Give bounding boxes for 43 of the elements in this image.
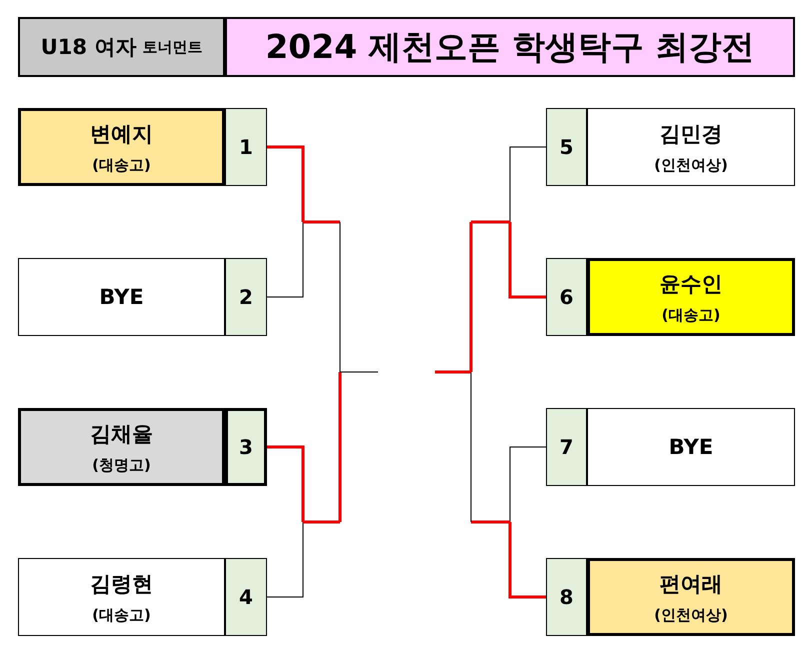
player-box bbox=[18, 108, 225, 186]
player-box bbox=[18, 408, 225, 486]
seed-number-box: 6 bbox=[546, 258, 587, 336]
seed-number-box: 2 bbox=[225, 258, 267, 336]
category-title: U18 여자 bbox=[40, 34, 136, 61]
player-box bbox=[587, 108, 795, 186]
player-name: 편여래 bbox=[660, 570, 722, 598]
bracket-line bbox=[267, 146, 304, 222]
seed-number-box: 8 bbox=[546, 558, 587, 636]
header-cell bbox=[18, 17, 225, 77]
player-box bbox=[587, 558, 795, 636]
school-name: (인천여상) bbox=[654, 156, 728, 174]
bracket-line bbox=[266, 522, 304, 598]
school-name: (대송고) bbox=[92, 606, 151, 624]
school-name: (대송고) bbox=[92, 156, 151, 174]
player-name: BYE bbox=[668, 435, 714, 459]
school-name: (청명고) bbox=[92, 456, 151, 474]
bracket-line bbox=[510, 446, 546, 522]
category-subtitle: 토너먼트 bbox=[142, 38, 202, 56]
bracket-line bbox=[508, 522, 546, 598]
bracket-line bbox=[267, 446, 304, 522]
school-name: (인천여상) bbox=[654, 606, 728, 624]
player-box bbox=[18, 558, 225, 636]
seed-number-box: 4 bbox=[225, 558, 267, 636]
player-name: BYE bbox=[99, 285, 144, 309]
player-box bbox=[587, 408, 795, 486]
title-banner bbox=[225, 17, 795, 77]
seed-number-box: 7 bbox=[546, 408, 587, 486]
school-name: (대송고) bbox=[662, 306, 720, 324]
seed-number-box: 3 bbox=[225, 408, 267, 486]
player-name: 변예지 bbox=[90, 120, 153, 148]
player-name: 윤수인 bbox=[660, 270, 722, 298]
player-name: 김령현 bbox=[90, 570, 153, 598]
seed-number-box: 5 bbox=[546, 108, 587, 186]
bracket-line bbox=[510, 146, 546, 222]
bracket-line bbox=[508, 222, 546, 298]
seed-number-box: 1 bbox=[225, 108, 267, 186]
player-name: 김채율 bbox=[90, 420, 153, 448]
title-text: 2024 제천오픈 학생탁구 최강전 bbox=[265, 26, 755, 68]
player-box bbox=[587, 258, 795, 336]
player-name: 김민경 bbox=[660, 120, 722, 148]
bracket-line bbox=[266, 222, 304, 298]
player-box bbox=[18, 258, 225, 336]
